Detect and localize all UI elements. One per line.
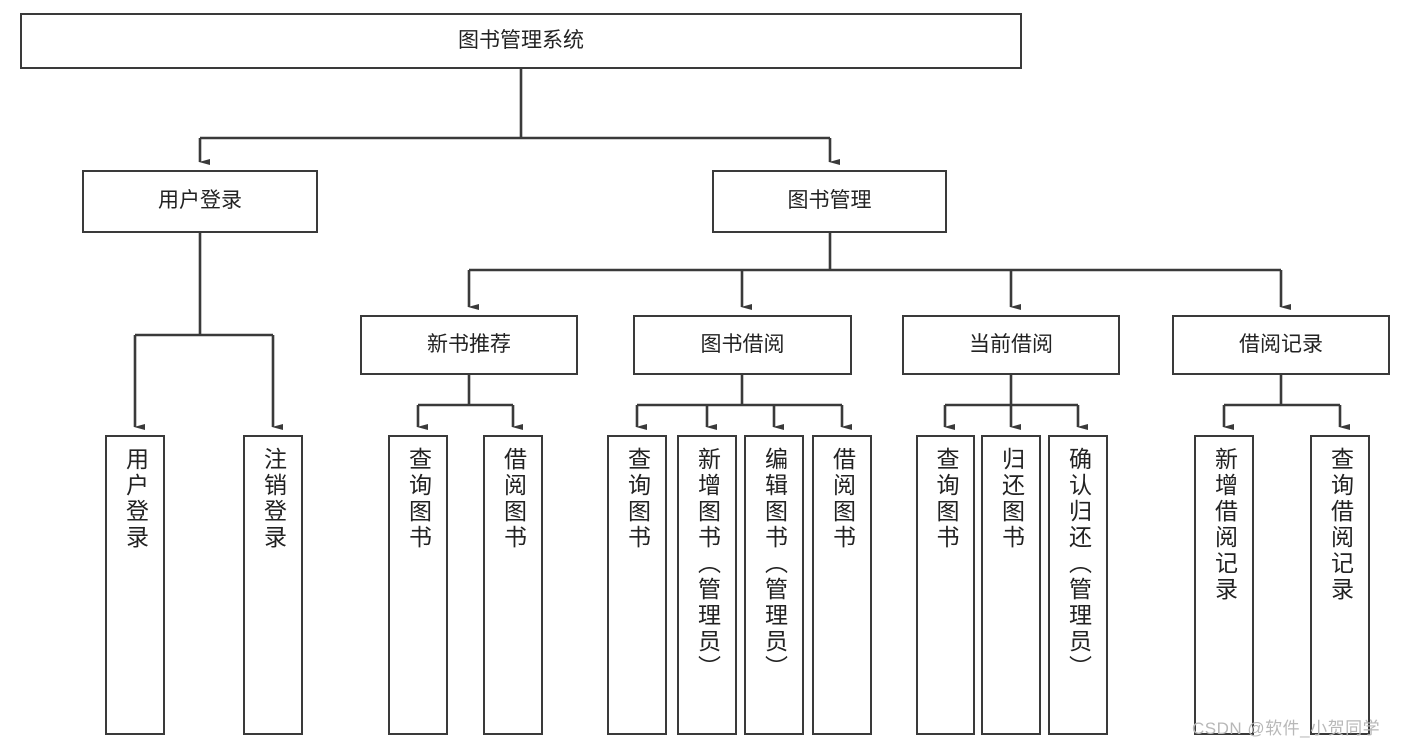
node-label: 图书借阅 [700,332,785,356]
node-label: 新增图书（管理员） [694,447,721,681]
node-leaf-return-book[interactable]: 归还图书 [981,435,1041,735]
node-leaf-confirm-return[interactable]: 确认归还（管理员） [1048,435,1108,735]
node-label: 确认归还（管理员） [1065,447,1092,681]
node-current-borrow[interactable]: 当前借阅 [902,315,1120,375]
node-label: 编辑图书（管理员） [761,447,788,681]
node-label: 当前借阅 [969,332,1053,356]
node-leaf-edit-book[interactable]: 编辑图书（管理员） [744,435,804,735]
node-label: 查询借阅记录 [1327,447,1354,603]
node-label: 借阅记录 [1239,332,1323,356]
node-leaf-user-logout[interactable]: 注销登录 [243,435,303,735]
node-label: 查询图书 [405,447,432,551]
node-leaf-query-borrow-record[interactable]: 查询借阅记录 [1310,435,1370,735]
node-label: 图书管理系统 [458,28,584,52]
node-label: 图书管理 [787,189,872,213]
node-user-login[interactable]: 用户登录 [82,170,318,233]
node-label: 查询图书 [624,447,651,551]
node-label: 新增借阅记录 [1211,447,1238,603]
node-label: 新书推荐 [427,332,511,356]
node-label: 借阅图书 [500,447,527,551]
node-leaf-query-book-3[interactable]: 查询图书 [916,435,975,735]
node-leaf-borrow-book-2[interactable]: 借阅图书 [812,435,872,735]
node-leaf-query-book-2[interactable]: 查询图书 [607,435,667,735]
node-label: 归还图书 [998,447,1025,551]
node-leaf-query-book-1[interactable]: 查询图书 [388,435,448,735]
node-new-book-recommend[interactable]: 新书推荐 [360,315,578,375]
node-book-management-system[interactable]: 图书管理系统 [20,13,1022,69]
node-leaf-borrow-book-1[interactable]: 借阅图书 [483,435,543,735]
node-label: 用户登录 [158,189,242,213]
node-borrow-record[interactable]: 借阅记录 [1172,315,1390,375]
node-book-borrow[interactable]: 图书借阅 [633,315,852,375]
node-leaf-add-book[interactable]: 新增图书（管理员） [677,435,737,735]
node-label: 借阅图书 [829,447,856,551]
node-label: 注销登录 [260,447,287,551]
node-leaf-user-login[interactable]: 用户登录 [105,435,165,735]
node-label: 用户登录 [122,447,149,551]
node-label: 查询图书 [933,447,959,551]
node-leaf-add-borrow-record[interactable]: 新增借阅记录 [1194,435,1254,735]
node-book-manage[interactable]: 图书管理 [712,170,947,233]
